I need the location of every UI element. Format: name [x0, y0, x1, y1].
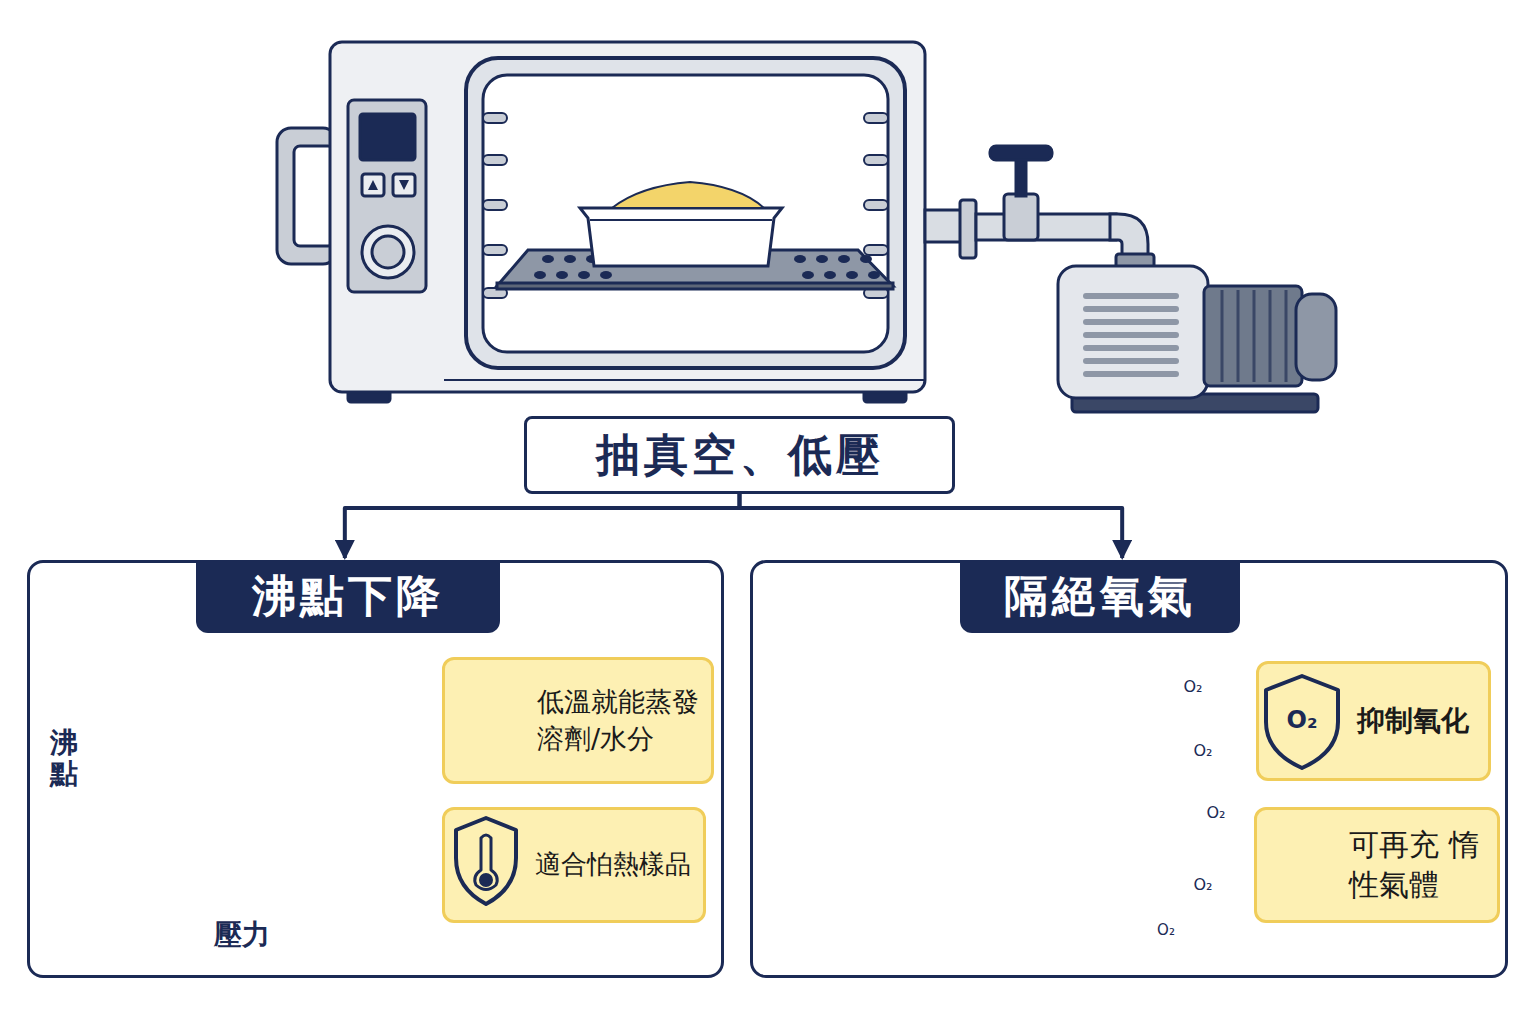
- vacuum-pipe: [925, 146, 1154, 270]
- vacuum-oven: [348, 100, 426, 292]
- note-box: 低溫就能蒸發 溶劑/水分: [442, 657, 714, 784]
- vacuum-pump: [1086, 319, 1176, 325]
- vacuum-pump: [1269, 290, 1272, 382]
- axis-label: 沸點: [50, 728, 78, 790]
- oven-shelf: [590, 219, 772, 221]
- oven-shelf: [838, 255, 850, 263]
- oven-shelf: [612, 182, 764, 208]
- oven-shelf: [846, 271, 858, 279]
- vacuum-pump: [1221, 290, 1224, 382]
- note-text: 低溫就能蒸發 溶劑/水分: [537, 684, 711, 757]
- oxygen-symbol: O₂: [1287, 706, 1318, 734]
- vacuum-oven: [368, 180, 409, 190]
- rack-rail: [864, 113, 888, 123]
- oven-shelf: [816, 255, 828, 263]
- oxygen-shield-icon: [1266, 676, 1338, 768]
- vacuum-pump: [1058, 266, 1208, 398]
- oxygen-symbol: O₂: [1157, 921, 1175, 939]
- panel-heading: 沸點下降: [252, 567, 444, 626]
- vacuum-pump: [1237, 290, 1240, 382]
- vacuum-oven: [466, 58, 905, 368]
- vacuum-oven: [330, 42, 925, 392]
- connector-arrow: [345, 494, 740, 558]
- oven-shelf: [542, 255, 554, 263]
- oxygen-symbol: O₂: [1183, 677, 1202, 696]
- note-text: 適合怕熱樣品: [535, 847, 691, 882]
- vacuum-oven: [360, 114, 415, 160]
- oven-shelf: [794, 255, 806, 263]
- vacuum-pipe: [976, 214, 1116, 240]
- oxygen-symbol: O₂: [1206, 803, 1225, 822]
- panel: 沸點下降低溫就能蒸發 溶劑/水分適合怕熱樣品: [27, 560, 724, 978]
- axis-label: 壓力: [214, 916, 270, 954]
- oven-shelf: [564, 255, 576, 263]
- vacuum-oven: [372, 236, 404, 268]
- oven-shelf: [580, 208, 782, 266]
- vacuum-pump: [1086, 358, 1176, 364]
- oven-shelf: [600, 271, 612, 279]
- rack-rail: [864, 200, 888, 210]
- vacuum-pump: [1058, 266, 1336, 412]
- oxygen-shield-icon: [1266, 676, 1338, 768]
- vacuum-pump: [1086, 293, 1176, 299]
- vacuum-pipe: [990, 146, 1052, 160]
- vacuum-pipe: [925, 210, 963, 242]
- vacuum-oven: [444, 379, 925, 381]
- vacuum-pump: [1253, 290, 1256, 382]
- vacuum-pump: [1086, 332, 1176, 338]
- thermometer-shield-icon: [475, 835, 497, 890]
- note-text: 抑制氧化: [1357, 702, 1469, 740]
- process-box: 抽真空、低壓: [524, 416, 955, 494]
- oven-shelf: [802, 271, 814, 279]
- oven-shelf: [578, 271, 590, 279]
- oven-shelf: [556, 271, 568, 279]
- thermometer-shield-icon: [456, 818, 516, 904]
- vacuum-pipe: [1110, 214, 1148, 258]
- vacuum-pump: [1296, 294, 1336, 380]
- panel-tab: 沸點下降: [196, 560, 500, 633]
- vacuum-pump: [1222, 290, 1286, 382]
- oxygen-symbol: O₂: [1193, 741, 1212, 760]
- oven-shelf: [497, 283, 893, 289]
- rack-rail: [483, 113, 507, 123]
- note-box: 適合怕熱樣品: [442, 807, 706, 923]
- vacuum-oven: [483, 75, 888, 352]
- oven-shelf: [860, 255, 872, 263]
- vacuum-pump: [1285, 290, 1288, 382]
- panel-heading: 隔絕氧氣: [1004, 567, 1196, 626]
- rack-rail: [483, 245, 507, 255]
- vacuum-pipe: [960, 200, 976, 258]
- vacuum-oven: [277, 42, 925, 402]
- vacuum-pipe: [1016, 160, 1026, 196]
- oxygen-symbol: O₂: [1193, 875, 1212, 894]
- note-text: 可再充 惰性氣體: [1349, 825, 1489, 906]
- panel-tab: 隔絕氧氣: [960, 560, 1240, 633]
- oven-shelf: [534, 271, 546, 279]
- thermometer-shield-icon: [456, 818, 516, 904]
- rack-rail: [864, 155, 888, 165]
- panel: 隔絕氧氣抑制氧化可再充 惰性氣體: [750, 560, 1508, 978]
- vacuum-oven: [362, 226, 414, 278]
- connector-arrow: [740, 494, 1123, 558]
- vacuum-oven: [294, 146, 334, 246]
- oven-shelf: [868, 271, 880, 279]
- vacuum-pump: [1086, 345, 1176, 351]
- rack-rail: [483, 155, 507, 165]
- rack-rail: [483, 200, 507, 210]
- note-box: 可再充 惰性氣體: [1254, 807, 1500, 923]
- oven-shelf: [824, 271, 836, 279]
- vacuum-pump: [1086, 296, 1176, 374]
- vacuum-pump: [1086, 306, 1176, 312]
- rack-rail: [864, 245, 888, 255]
- thermometer-shield-icon: [481, 875, 491, 885]
- process-label: 抽真空、低壓: [596, 425, 884, 484]
- vacuum-oven: [277, 128, 337, 264]
- vacuum-pump: [1204, 286, 1302, 386]
- vacuum-pump: [1086, 371, 1176, 377]
- vacuum-pipe: [1004, 194, 1038, 240]
- oven-shelf: [497, 182, 893, 289]
